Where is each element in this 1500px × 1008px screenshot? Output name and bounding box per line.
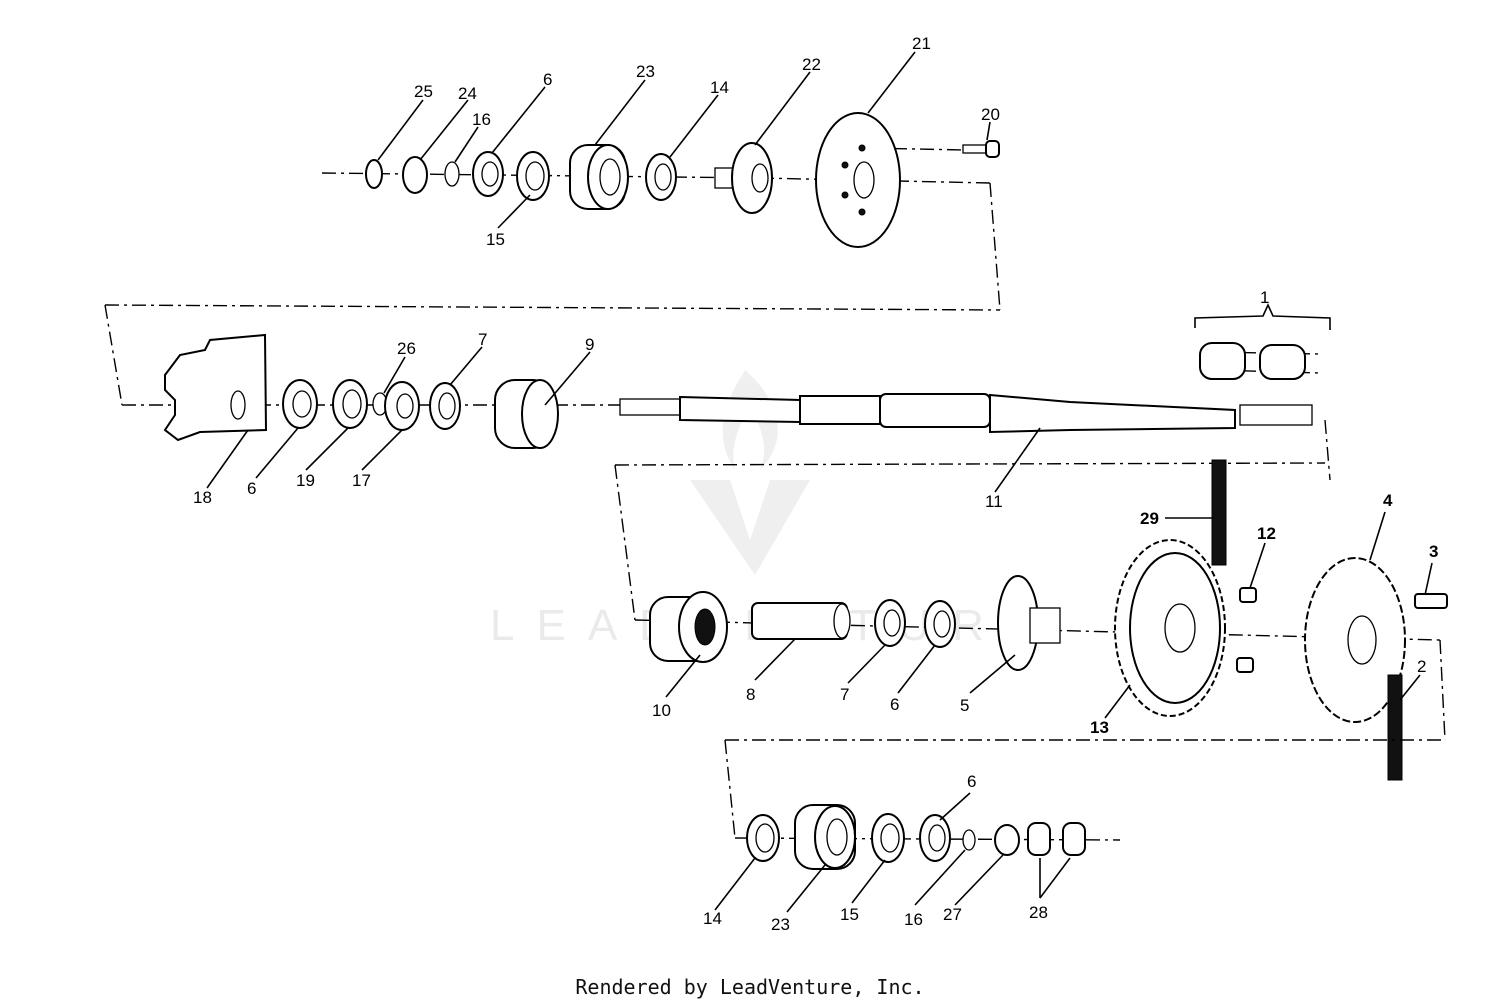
callout-6: 6 bbox=[543, 70, 552, 89]
part-16-o-ring bbox=[444, 161, 460, 187]
leader-lines bbox=[206, 51, 1433, 913]
part-3-bolt bbox=[1414, 593, 1448, 609]
part-18-mounting-plate bbox=[163, 333, 268, 442]
callout-19: 19 bbox=[296, 471, 315, 490]
callout-22: 22 bbox=[802, 55, 821, 74]
callout-15-row4: 15 bbox=[840, 905, 859, 924]
part-29-chain bbox=[1211, 459, 1227, 566]
callout-8: 8 bbox=[746, 685, 755, 704]
callout-28: 28 bbox=[1029, 903, 1048, 922]
part-27-collar bbox=[994, 824, 1020, 856]
callout-6-row4: 6 bbox=[967, 772, 976, 791]
callout-12: 12 bbox=[1257, 524, 1276, 543]
callout-25: 25 bbox=[414, 82, 433, 101]
callout-4: 4 bbox=[1383, 491, 1393, 510]
callout-11: 11 bbox=[985, 492, 1003, 511]
part-24-collar bbox=[402, 156, 428, 194]
callout-18: 18 bbox=[193, 488, 212, 507]
part-20-bolt bbox=[962, 140, 1000, 158]
callout-9: 9 bbox=[585, 335, 594, 354]
callout-29: 29 bbox=[1140, 509, 1159, 528]
callout-5: 5 bbox=[960, 696, 969, 715]
row-2-assembly bbox=[104, 303, 1331, 449]
row-4-assembly bbox=[724, 639, 1446, 870]
part-16-o-ring-lower bbox=[962, 829, 976, 851]
callout-labels: 25 24 16 6 23 14 22 21 20 15 1 26 7 9 18… bbox=[193, 34, 1438, 934]
callout-26: 26 bbox=[397, 339, 416, 358]
callout-16-row4: 16 bbox=[904, 910, 923, 929]
callout-14-row4: 14 bbox=[703, 909, 722, 928]
callout-10: 10 bbox=[652, 701, 671, 720]
watermark-v-icon bbox=[690, 480, 810, 575]
callout-27: 27 bbox=[943, 905, 962, 924]
row-3-assembly bbox=[614, 419, 1448, 781]
callout-14: 14 bbox=[710, 78, 729, 97]
part-2-chain bbox=[1387, 674, 1403, 781]
part-1-master-link bbox=[1199, 342, 1306, 380]
row-1-assembly bbox=[321, 112, 1001, 311]
callout-23: 23 bbox=[636, 62, 655, 81]
callout-1: 1 bbox=[1260, 288, 1269, 307]
callout-6-row2: 6 bbox=[247, 479, 256, 498]
callout-17: 17 bbox=[352, 471, 371, 490]
watermark-flame-icon bbox=[722, 370, 778, 470]
part-8-sleeve bbox=[751, 602, 848, 640]
part-13-rear-sprocket bbox=[1114, 539, 1226, 717]
callout-21: 21 bbox=[912, 34, 931, 53]
callout-3: 3 bbox=[1429, 542, 1438, 561]
callout-2: 2 bbox=[1417, 657, 1426, 676]
part-4-drive-sprocket bbox=[1304, 557, 1406, 723]
callout-7: 7 bbox=[478, 330, 487, 349]
callout-7-row3: 7 bbox=[840, 685, 849, 704]
callout-23-row4: 23 bbox=[771, 915, 790, 934]
callout-20: 20 bbox=[981, 105, 1000, 124]
part-25-circlip bbox=[365, 159, 383, 189]
callout-13: 13 bbox=[1090, 718, 1109, 737]
part-12-nut bbox=[1239, 587, 1257, 603]
part-11-axle-shaft bbox=[619, 393, 1313, 434]
callout-24: 24 bbox=[458, 84, 477, 103]
callout-16: 16 bbox=[472, 110, 491, 129]
footer-credit: Rendered by LeadVenture, Inc. bbox=[575, 975, 925, 999]
part-28-nut bbox=[1027, 822, 1051, 856]
callout-6-row3: 6 bbox=[890, 695, 899, 714]
callout-15: 15 bbox=[486, 230, 505, 249]
